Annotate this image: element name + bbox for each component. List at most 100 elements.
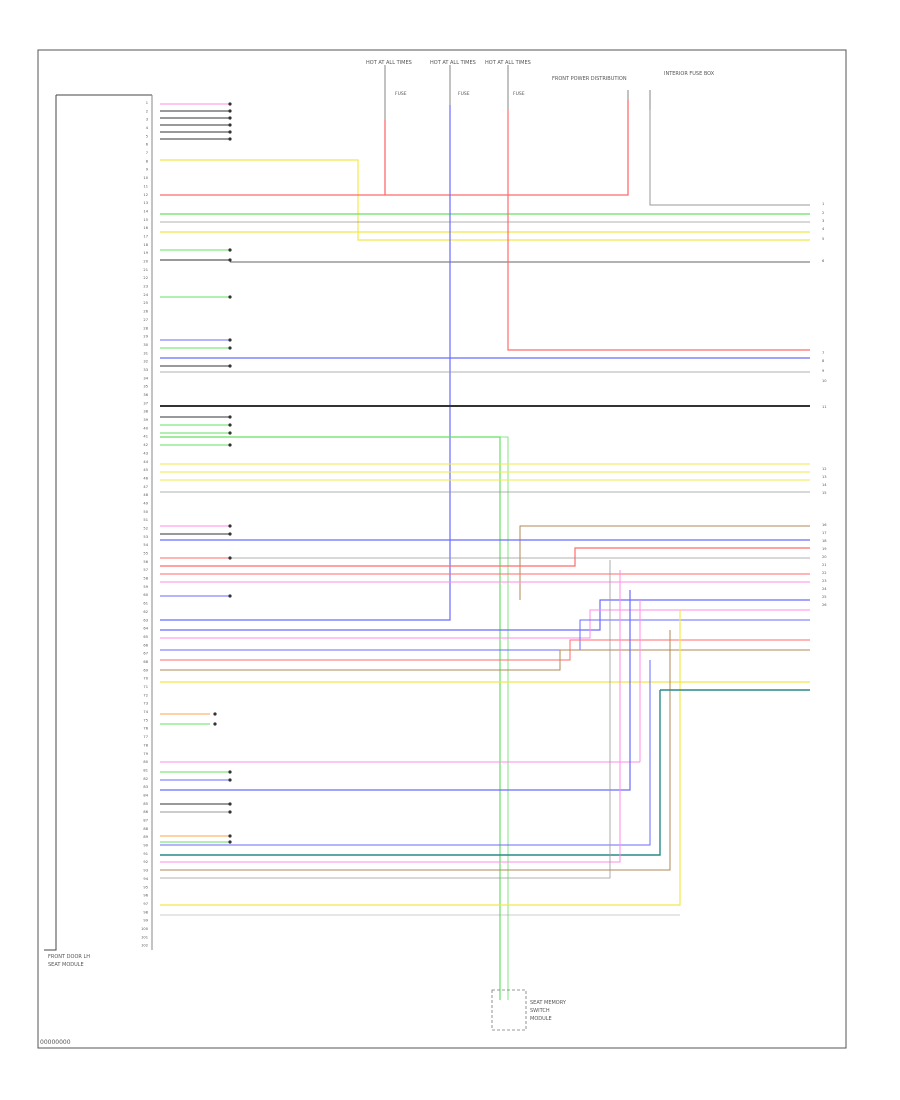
stub-connector-dot [228, 346, 232, 350]
top-fuse-label: FUSE [395, 91, 407, 97]
module-caption: SEAT MODULE [48, 962, 84, 968]
pin-number: 32 [143, 360, 148, 364]
stub-connector-dot [228, 295, 232, 299]
pin-number: 25 [143, 301, 148, 305]
pin-number: 83 [143, 785, 148, 789]
pin-number: 3 [146, 118, 148, 122]
right-pin-number: 3 [822, 219, 824, 223]
blue-wire [160, 590, 631, 791]
pin-number: 100 [141, 927, 149, 931]
top-connector-label: HOT AT ALL TIMES [485, 60, 531, 66]
stub-connector-dot [228, 840, 232, 844]
brown-wire [160, 649, 810, 671]
red-wire [160, 120, 386, 196]
pin-number: 8 [146, 159, 149, 163]
pin-number: 7 [146, 151, 148, 155]
pin-number: 39 [143, 418, 148, 422]
right-pin-number: 5 [822, 237, 824, 241]
pin-number: 92 [143, 860, 148, 864]
right-pin-number: 2 [822, 211, 824, 215]
pin-number: 47 [143, 485, 148, 489]
pin-number: 27 [143, 318, 148, 322]
pin-number: 86 [143, 810, 148, 814]
stub-connector-dot [228, 130, 232, 134]
stub-connector-dot [228, 532, 232, 536]
pin-number: 89 [143, 835, 148, 839]
pin-number: 46 [143, 476, 148, 480]
right-pin-number: 11 [822, 405, 827, 409]
stub-connector-dot [228, 834, 232, 838]
top-fuse-label: FUSE [458, 91, 470, 97]
pin-number: 67 [143, 652, 148, 656]
pin-number: 35 [143, 385, 148, 389]
pin-number: 29 [143, 335, 148, 339]
top-connector-label: HOT AT ALL TIMES [366, 60, 412, 66]
yellow-wire [160, 610, 681, 906]
pin-number: 90 [143, 844, 148, 848]
brown-wire [160, 630, 671, 871]
pink-wire [160, 609, 810, 639]
right-pin-number: 6 [822, 259, 825, 263]
stub-connector-dot [228, 443, 232, 447]
stub-connector-dot [213, 722, 217, 726]
pin-number: 57 [143, 568, 148, 572]
pin-number: 14 [143, 210, 148, 214]
pin-number: 28 [143, 326, 148, 330]
blue-wire [160, 619, 810, 651]
pin-number: 101 [141, 935, 148, 939]
pin-number: 15 [143, 218, 148, 222]
pin-number: 4 [146, 126, 149, 130]
pin-number: 82 [143, 777, 148, 781]
right-pin-number: 19 [822, 547, 827, 551]
pin-number: 64 [143, 627, 148, 631]
right-pin-number: 15 [822, 491, 827, 495]
pin-number: 70 [143, 677, 148, 681]
pin-number: 11 [143, 184, 148, 188]
right-pin-number: 26 [822, 603, 827, 607]
pin-number: 94 [143, 877, 148, 881]
pin-number: 78 [143, 743, 148, 747]
green-wire [160, 436, 509, 1000]
stub-connector-dot [228, 802, 232, 806]
teal-wire [160, 690, 661, 856]
right-pin-number: 22 [822, 571, 827, 575]
red-wire [385, 100, 629, 196]
pin-number: 85 [143, 802, 148, 806]
pin-number: 53 [143, 535, 148, 539]
pin-number: 19 [143, 251, 148, 255]
stub-connector-dot [228, 770, 232, 774]
pin-number: 69 [143, 668, 148, 672]
top-right-label: FRONT POWER DISTRIBUTION [552, 76, 627, 82]
pin-number: 60 [143, 593, 148, 597]
right-pin-number: 14 [822, 483, 827, 487]
right-pin-number: 24 [822, 587, 827, 591]
stub-connector-dot [228, 423, 232, 427]
blue-wire [160, 660, 651, 846]
right-pin-number: 23 [822, 579, 827, 583]
pin-number: 42 [143, 443, 148, 447]
right-pin-number: 25 [822, 595, 827, 599]
stub-connector-dot [228, 810, 232, 814]
bottom-module: SEAT MEMORY SWITCH MODULE [491, 989, 567, 1031]
pin-number: 24 [143, 293, 148, 297]
bottom-module-label: SEAT MEMORY [530, 1000, 567, 1006]
gray-wire [160, 560, 611, 879]
right-pin-number: 18 [822, 539, 827, 543]
right-pin-number: 8 [822, 359, 825, 363]
top-connector-label: HOT AT ALL TIMES [430, 60, 476, 66]
pin-number: 77 [143, 735, 148, 739]
pin-number: 16 [143, 226, 148, 230]
pin-number: 44 [143, 460, 148, 464]
top-fuse-label: FUSE [513, 91, 525, 97]
pin-number: 43 [143, 451, 148, 455]
pin-number-group: 1234567891011121314151617181920212223242… [141, 101, 827, 948]
pin-number: 65 [143, 635, 148, 639]
pin-number: 34 [143, 376, 148, 380]
pin-number: 97 [143, 902, 148, 906]
stub-connector-dot [228, 137, 232, 141]
pin-number: 41 [143, 435, 148, 439]
pin-number: 98 [143, 910, 148, 914]
right-pin-number: 1 [822, 202, 824, 206]
brown-wire [519, 525, 810, 600]
pin-number: 71 [143, 685, 148, 689]
